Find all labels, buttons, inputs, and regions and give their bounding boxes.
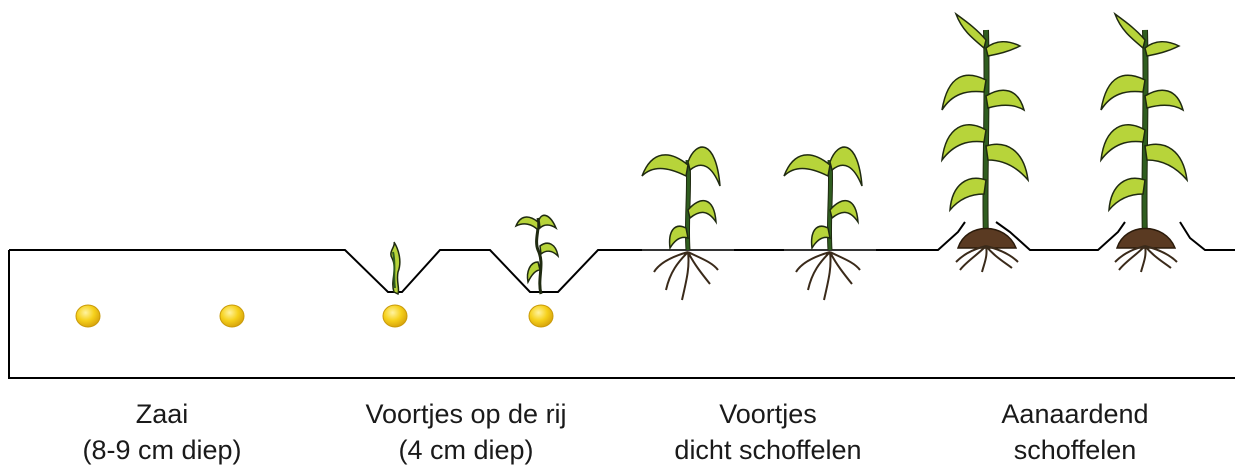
young-plant [641, 146, 734, 301]
stage-caption-line1: Aanaardend [1001, 399, 1149, 429]
seed [219, 304, 245, 328]
stage-caption-line2: dicht schoffelen [674, 435, 862, 465]
tall-plant [940, 11, 1030, 273]
soil-profile-line [8, 221, 1235, 379]
tall-plant [1099, 11, 1189, 273]
stage-caption-sowing: Zaai (8-9 cm diep) [22, 396, 302, 468]
stage-caption-furrows-in-row: Voortjes op de rij (4 cm diep) [326, 396, 606, 468]
young-plant [783, 146, 876, 301]
seed [75, 304, 101, 328]
stage-caption-furrows-close-hoeing: Voortjes dicht schoffelen [628, 396, 908, 468]
seed [528, 304, 554, 328]
stage-caption-line1: Voortjes [719, 399, 817, 429]
stage-caption-line2: schoffelen [1013, 435, 1137, 465]
stage-caption-line2: (8-9 cm diep) [82, 435, 242, 465]
stage-caption-line1: Zaai [135, 399, 189, 429]
sprout-medium [514, 214, 560, 295]
stage-caption-ridging-hoeing: Aanaardend schoffelen [935, 396, 1215, 468]
stage-caption-line2: (4 cm diep) [398, 435, 534, 465]
sprout-small [390, 241, 401, 296]
seed [382, 304, 408, 328]
stage-caption-line1: Voortjes op de rij [365, 399, 567, 429]
